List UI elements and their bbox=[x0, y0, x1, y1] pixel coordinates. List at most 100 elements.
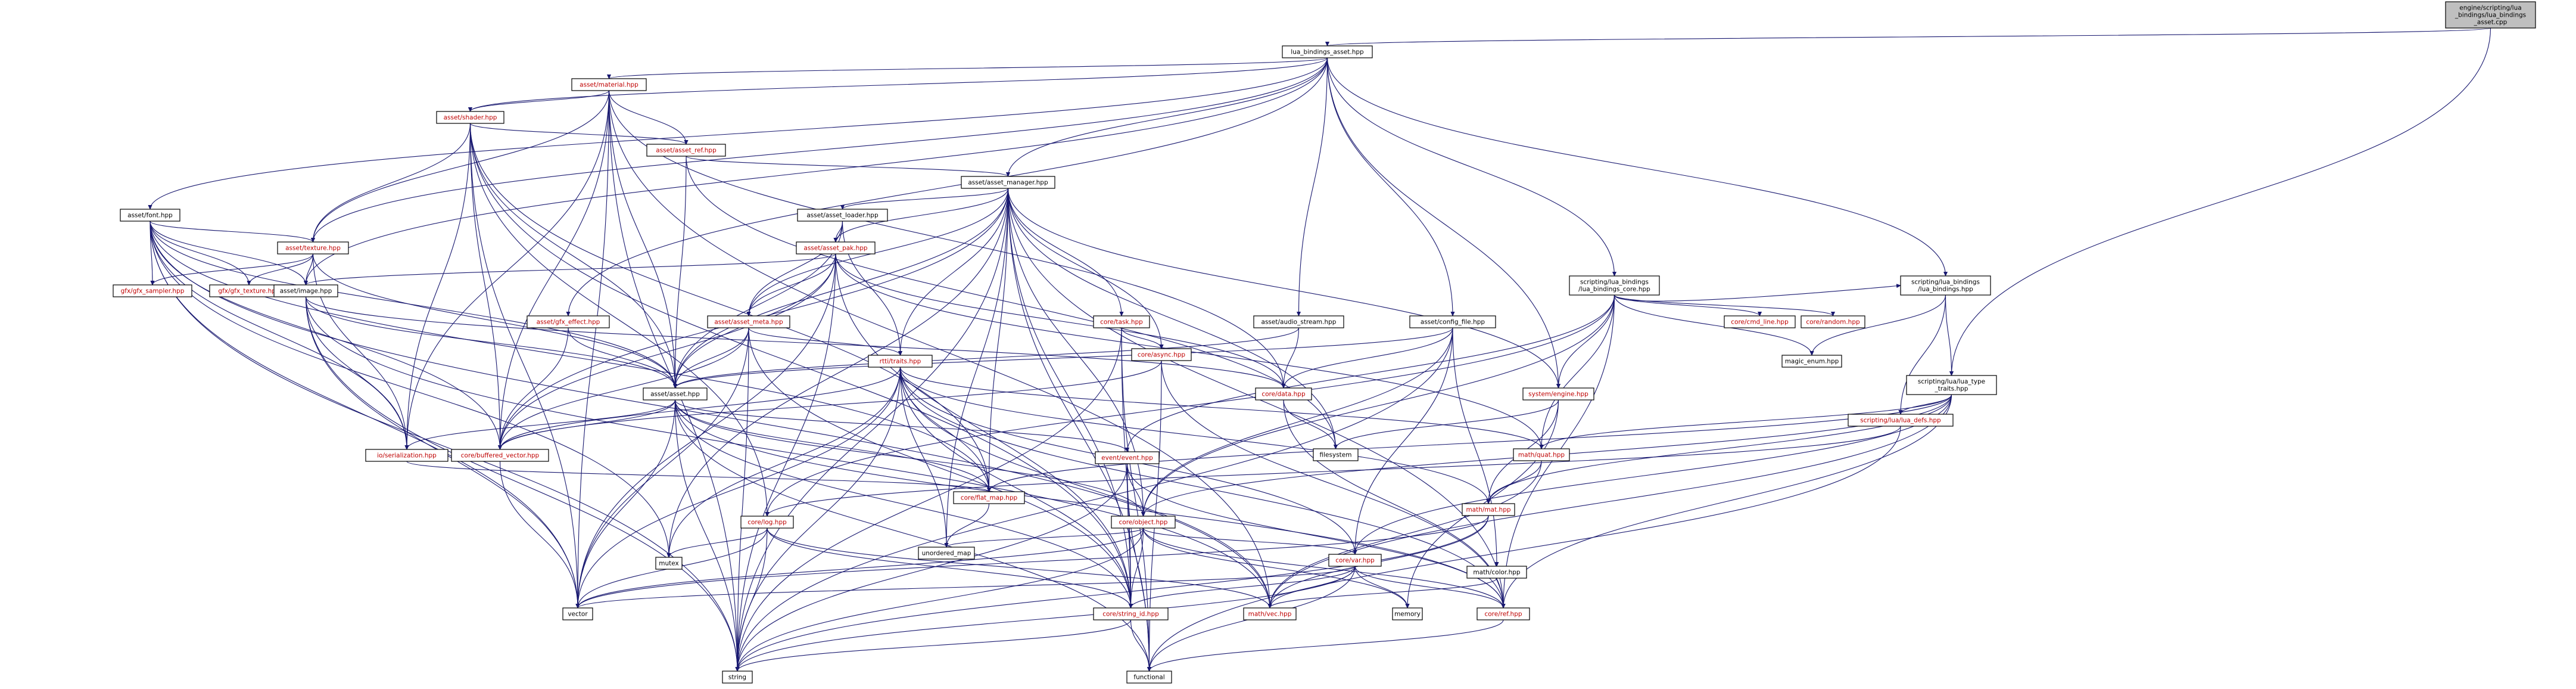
edge-material-to-assetref bbox=[608, 90, 687, 144]
node-stringid[interactable]: core/string_id.hpp bbox=[1093, 607, 1169, 620]
edge-asset-to-flatmap bbox=[674, 399, 989, 492]
node-box bbox=[1781, 355, 1842, 368]
node-lbcore[interactable]: scripting/lua_bindings/lua_bindings_core… bbox=[1569, 275, 1660, 296]
node-lbhpp[interactable]: scripting/lua_bindings/lua_bindings.hpp bbox=[1900, 275, 1991, 296]
edge-assetmgr-to-functional bbox=[1007, 188, 1150, 671]
edge-object-to-memory bbox=[1142, 527, 1408, 608]
node-cmdline[interactable]: core/cmd_line.hpp bbox=[1724, 315, 1796, 328]
node-mathmat[interactable]: math/mat.hpp bbox=[1462, 503, 1515, 516]
node-async[interactable]: core/async.hpp bbox=[1131, 348, 1192, 361]
edge-lba-to-material bbox=[609, 57, 1328, 79]
edge-image-to-serialization bbox=[305, 296, 407, 449]
edge-gfxeffect-to-bufvec bbox=[500, 327, 569, 449]
node-texture[interactable]: asset/texture.hpp bbox=[277, 241, 349, 255]
edge-configfile-to-coredata bbox=[1284, 327, 1453, 388]
node-box bbox=[1093, 607, 1169, 620]
node-rtti[interactable]: rtti/traits.hpp bbox=[868, 355, 933, 368]
node-label: asset/texture.hpp bbox=[285, 245, 341, 252]
node-luatype[interactable]: scripting/lua/lua_type_traits.hpp bbox=[1906, 375, 1997, 395]
edge-stringid-to-string bbox=[737, 619, 1132, 671]
node-mathquat[interactable]: math/quat.hpp bbox=[1513, 448, 1570, 461]
node-box bbox=[113, 284, 192, 297]
edge-pak-to-vector bbox=[578, 253, 836, 608]
edge-lbhpp-to-luadefs bbox=[1901, 294, 1946, 414]
edge-pak-to-bufvec bbox=[500, 253, 836, 449]
edge-configfile-to-string bbox=[737, 327, 1453, 671]
node-box bbox=[1095, 451, 1160, 464]
node-functional[interactable]: functional bbox=[1126, 671, 1172, 684]
node-label: engine/scripting/lua bbox=[2459, 5, 2521, 12]
edge-lbcore-to-lbhpp bbox=[1613, 285, 1901, 302]
edge-asset-to-string bbox=[674, 399, 738, 671]
edge-meta-to-bufvec bbox=[500, 327, 749, 449]
node-mathcolor[interactable]: math/color.hpp bbox=[1466, 566, 1527, 579]
node-audio[interactable]: asset/audio_stream.hpp bbox=[1253, 315, 1344, 328]
node-memory[interactable]: memory bbox=[1392, 607, 1423, 620]
node-var[interactable]: core/var.hpp bbox=[1328, 554, 1382, 567]
node-meta[interactable]: asset/asset_meta.hpp bbox=[707, 315, 790, 328]
node-box bbox=[1093, 315, 1150, 328]
edge-var-to-stringid bbox=[1131, 566, 1356, 608]
node-box bbox=[643, 387, 708, 401]
node-mathvec[interactable]: math/vec.hpp bbox=[1243, 607, 1297, 620]
node-engine[interactable]: system/engine.hpp bbox=[1522, 387, 1594, 401]
node-gfxeffect[interactable]: asset/gfx_effect.hpp bbox=[527, 315, 610, 328]
node-vector[interactable]: vector bbox=[562, 607, 593, 620]
node-magicenum[interactable]: magic_enum.hpp bbox=[1781, 355, 1842, 368]
node-log[interactable]: core/log.hpp bbox=[740, 516, 794, 529]
edge-configfile-to-mathcolor bbox=[1452, 327, 1497, 566]
node-label: asset/material.hpp bbox=[580, 82, 638, 89]
node-event[interactable]: event/event.hpp bbox=[1095, 451, 1160, 464]
node-coredata[interactable]: core/data.hpp bbox=[1255, 387, 1312, 401]
node-box bbox=[646, 144, 726, 157]
edge-lba-to-lbcore bbox=[1326, 57, 1615, 276]
node-filesystem[interactable]: filesystem bbox=[1313, 448, 1359, 461]
edge-assetref-to-assetmgr bbox=[686, 156, 1008, 176]
node-assetref[interactable]: asset/asset_ref.hpp bbox=[646, 144, 726, 157]
node-label: functional bbox=[1133, 674, 1164, 681]
node-box bbox=[1111, 516, 1176, 529]
node-label: string bbox=[728, 674, 746, 681]
node-box bbox=[796, 241, 876, 255]
node-label: core/var.hpp bbox=[1335, 557, 1375, 564]
edge-assetmgr-to-meta bbox=[749, 188, 1009, 316]
edge-lbcore-to-magicenum bbox=[1613, 294, 1812, 355]
edge-layer bbox=[149, 27, 2491, 671]
node-assetmgr[interactable]: asset/asset_manager.hpp bbox=[961, 176, 1055, 189]
node-label: asset/font.hpp bbox=[127, 212, 173, 219]
node-material[interactable]: asset/material.hpp bbox=[571, 78, 647, 91]
node-luadefs[interactable]: scripting/lua/lua_defs.hpp bbox=[1848, 414, 1954, 427]
edge-stringid-to-functional bbox=[1130, 619, 1150, 671]
node-coreref[interactable]: core/ref.hpp bbox=[1477, 607, 1530, 620]
node-asset[interactable]: asset/asset.hpp bbox=[643, 387, 708, 401]
node-serialization[interactable]: io/serialization.hpp bbox=[365, 449, 448, 462]
node-image[interactable]: asset/image.hpp bbox=[273, 284, 338, 297]
node-random[interactable]: core/random.hpp bbox=[1801, 315, 1865, 328]
node-lba[interactable]: lua_bindings_asset.hpp bbox=[1282, 45, 1373, 58]
edge-bufvec-to-vector bbox=[499, 461, 578, 608]
node-flatmap[interactable]: core/flat_map.hpp bbox=[953, 491, 1025, 504]
node-configfile[interactable]: asset/config_file.hpp bbox=[1409, 315, 1496, 328]
edge-assetmgr-to-rtti bbox=[901, 188, 1009, 355]
node-string[interactable]: string bbox=[722, 671, 753, 684]
edge-pak-to-string bbox=[737, 253, 836, 671]
node-pak[interactable]: asset/asset_pak.hpp bbox=[796, 241, 876, 255]
edge-asset-to-bufvec bbox=[500, 399, 676, 449]
node-root: engine/scripting/lua_bindings/lua_bindin… bbox=[2445, 1, 2536, 29]
node-bufvec[interactable]: core/buffered_vector.hpp bbox=[451, 449, 549, 462]
node-loader[interactable]: asset/asset_loader.hpp bbox=[797, 209, 888, 222]
edge-font-to-string bbox=[149, 221, 737, 671]
node-font[interactable]: asset/font.hpp bbox=[120, 209, 180, 222]
edge-lba-to-gfxeffect bbox=[568, 57, 1328, 316]
node-box bbox=[740, 516, 794, 529]
edge-lba-to-assetmgr bbox=[1008, 57, 1328, 176]
node-gfxsampler[interactable]: gfx/gfx_sampler.hpp bbox=[113, 284, 192, 297]
node-mutex[interactable]: mutex bbox=[655, 557, 683, 570]
edge-image-to-string bbox=[305, 296, 738, 671]
edge-coreref-to-functional bbox=[1150, 619, 1504, 671]
node-object[interactable]: core/object.hpp bbox=[1111, 516, 1176, 529]
node-task[interactable]: core/task.hpp bbox=[1093, 315, 1150, 328]
edge-mathquat-to-mathmat bbox=[1488, 460, 1542, 504]
node-unorderedmap[interactable]: unordered_map bbox=[918, 547, 975, 560]
node-shader[interactable]: asset/shader.hpp bbox=[436, 111, 504, 124]
